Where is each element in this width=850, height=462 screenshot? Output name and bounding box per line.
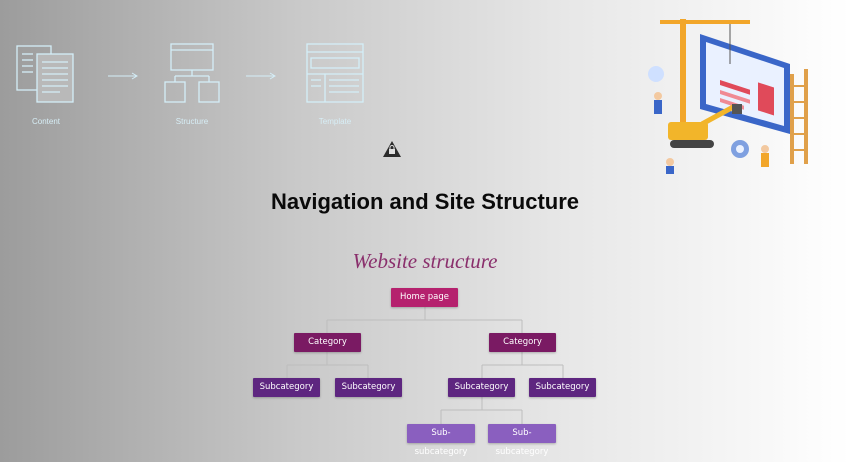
documents-icon bbox=[16, 45, 74, 103]
sub-subcategory-node: Sub-subcategory bbox=[407, 424, 475, 457]
home-page-node: Home page bbox=[391, 288, 458, 307]
website-construction-illustration bbox=[648, 19, 808, 174]
hierarchy-icon bbox=[164, 43, 220, 103]
layout-icon bbox=[306, 43, 364, 103]
flow-label-template: Template bbox=[318, 117, 352, 126]
slide-title: Navigation and Site Structure bbox=[270, 189, 580, 214]
subcategory-node: Subcategory bbox=[335, 378, 402, 397]
flow-label-structure: Structure bbox=[175, 117, 209, 126]
category-node-right: Category bbox=[489, 333, 556, 352]
subcategory-node: Subcategory bbox=[253, 378, 320, 397]
tree-connectors bbox=[286, 307, 564, 424]
sub-subcategory-node: Sub-subcategory bbox=[488, 424, 556, 457]
subcategory-node: Subcategory bbox=[448, 378, 515, 397]
subcategory-node: Subcategory bbox=[529, 378, 596, 397]
arrow-right-icon bbox=[108, 72, 138, 80]
lock-badge-icon bbox=[383, 141, 401, 157]
arrow-right-icon bbox=[246, 72, 276, 80]
flow-label-content: Content bbox=[31, 117, 61, 126]
diagram-title: Website structure bbox=[352, 249, 498, 273]
category-node-left: Category bbox=[294, 333, 361, 352]
